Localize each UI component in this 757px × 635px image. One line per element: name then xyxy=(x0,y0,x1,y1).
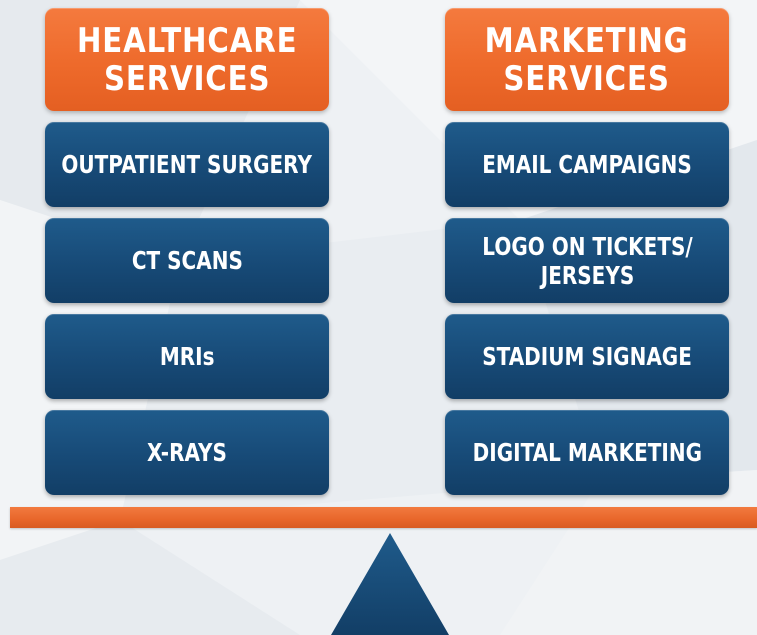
header-line: MARKETING xyxy=(485,20,689,61)
marketing-services-header: MARKETING SERVICES xyxy=(445,8,729,111)
box-label: DIGITAL MARKETING xyxy=(472,438,702,467)
email-campaigns-box: EMAIL CAMPAIGNS xyxy=(445,122,729,207)
header-line: HEALTHCARE xyxy=(76,20,298,61)
box-label: OUTPATIENT SURGERY xyxy=(61,150,313,179)
healthcare-column: HEALTHCARE SERVICES OUTPATIENT SURGERY C… xyxy=(45,8,329,495)
mris-box: MRIs xyxy=(45,314,329,399)
box-label: STADIUM SIGNAGE xyxy=(482,342,692,371)
box-label: EMAIL CAMPAIGNS xyxy=(482,150,692,179)
header-line: SERVICES xyxy=(503,58,671,99)
healthcare-services-header: HEALTHCARE SERVICES xyxy=(45,8,329,111)
marketing-column: MARKETING SERVICES EMAIL CAMPAIGNS LOGO … xyxy=(445,8,729,495)
header-line: SERVICES xyxy=(103,58,271,99)
box-label: X-RAYS xyxy=(147,438,227,467)
box-label: MRIs xyxy=(159,342,215,371)
stadium-signage-box: STADIUM SIGNAGE xyxy=(445,314,729,399)
outpatient-surgery-box: OUTPATIENT SURGERY xyxy=(45,122,329,207)
logo-on-tickets-jerseys-box: LOGO ON TICKETS/ JERSEYS xyxy=(445,218,729,303)
box-label: LOGO ON TICKETS/ xyxy=(481,231,693,261)
box-label: CT SCANS xyxy=(131,246,243,275)
box-label: JERSEYS xyxy=(540,260,634,290)
balance-beam xyxy=(10,507,757,528)
digital-marketing-box: DIGITAL MARKETING xyxy=(445,410,729,495)
ct-scans-box: CT SCANS xyxy=(45,218,329,303)
x-rays-box: X-RAYS xyxy=(45,410,329,495)
fulcrum-triangle xyxy=(331,533,449,635)
